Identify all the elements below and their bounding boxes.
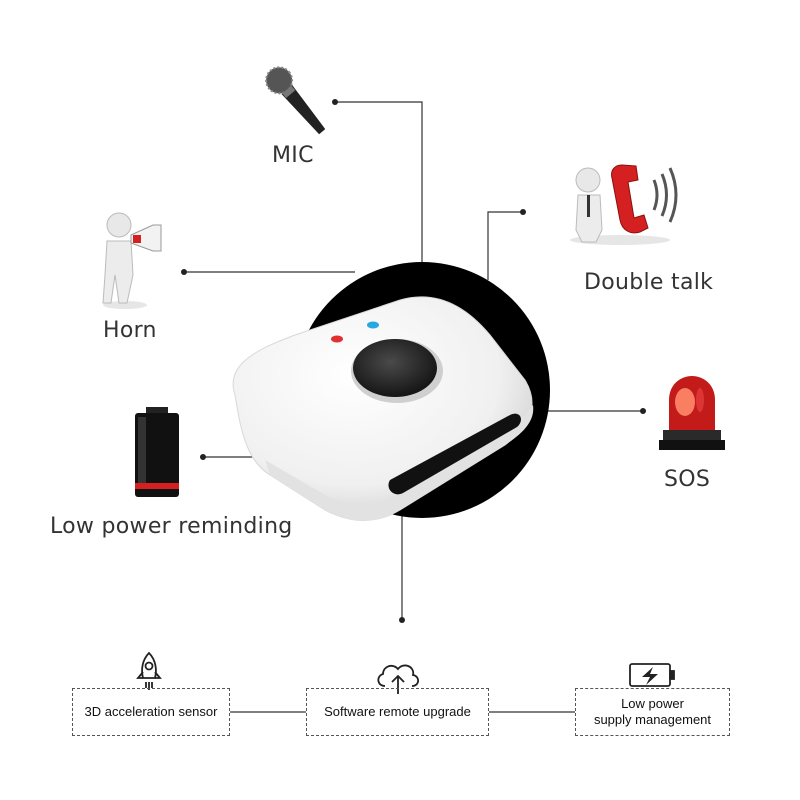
microphone-icon [265, 66, 326, 135]
sos-button[interactable] [353, 339, 437, 397]
low-power-label: Low power reminding [50, 514, 293, 539]
blue-led [367, 321, 379, 329]
horn-feature [95, 205, 175, 315]
device-illustration [232, 262, 550, 521]
feature-3d-acceleration: 3D acceleration sensor [72, 688, 230, 736]
rocket-icon [136, 651, 162, 690]
mic-label: MIC [272, 143, 314, 168]
low-power-feature [132, 405, 182, 500]
sos-feature [655, 370, 730, 455]
double-talk-label: Double talk [584, 270, 714, 295]
megaphone-icon [102, 212, 162, 309]
mic-feature [255, 40, 345, 140]
battery-icon [135, 407, 179, 497]
feature-low-power-supply-line1: Low power [621, 696, 684, 711]
feature-software-upgrade: Software remote upgrade [306, 688, 489, 736]
telephone-icon [570, 164, 678, 245]
feature-low-power-supply: Low power supply management [575, 688, 730, 736]
double-talk-feature [560, 150, 710, 250]
battery-charging-icon [629, 663, 675, 687]
siren-icon [659, 376, 725, 450]
cloud-upload-icon [377, 664, 420, 694]
red-led [331, 335, 343, 343]
feature-low-power-supply-line2: supply management [593, 712, 712, 727]
feature-3d-acceleration-label: 3D acceleration sensor [84, 704, 218, 719]
horn-label: Horn [103, 318, 157, 343]
speaker-slot [388, 413, 521, 495]
sos-label: SOS [664, 467, 711, 492]
feature-software-upgrade-label: Software remote upgrade [324, 704, 471, 719]
